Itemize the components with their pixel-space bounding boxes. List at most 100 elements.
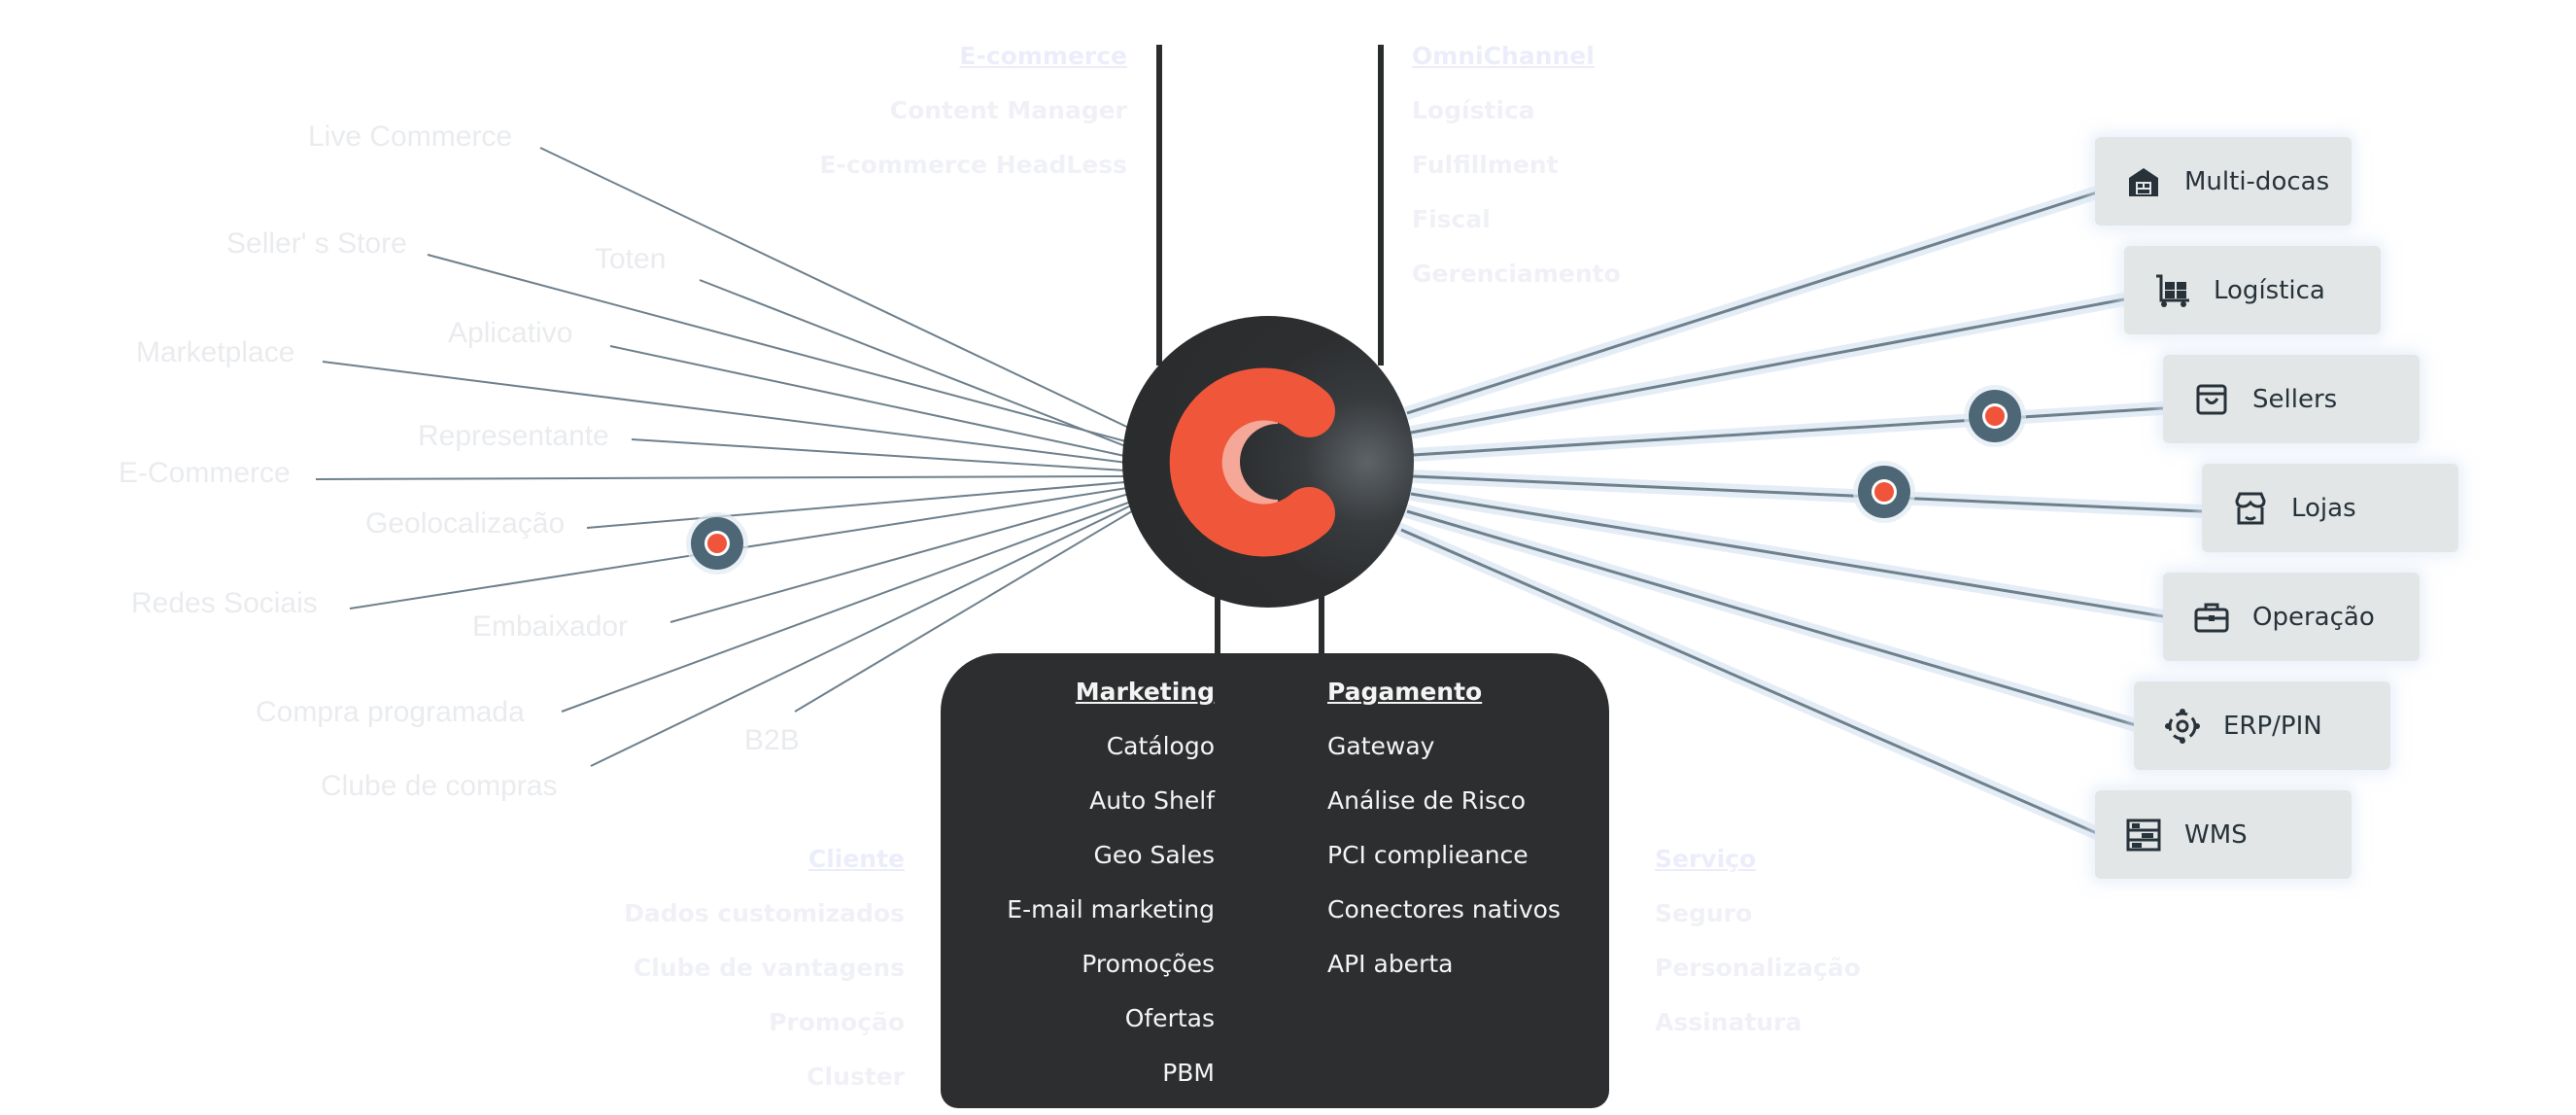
pagamento-item: Gateway: [1327, 732, 1435, 760]
connector-logistica: [1410, 297, 2125, 435]
column-title: Serviço: [1655, 845, 1757, 873]
pagamento-item: Análise de Risco: [1327, 786, 1527, 815]
connector-toten: [699, 279, 1134, 450]
lojas-marker: [1858, 466, 1910, 518]
storefront-icon: [2231, 489, 2270, 528]
bottom-panel: Marketing Catálogo Auto Shelf Geo Sales …: [941, 653, 1609, 1108]
label-marketplace: Marketplace: [136, 336, 295, 368]
column-item: Content Manager: [889, 96, 1127, 124]
connector-wms: [1400, 528, 2100, 836]
connector-multi-docas: [1406, 191, 2098, 415]
card-lojas: Lojas: [2202, 464, 2458, 552]
connector-operacao: [1410, 492, 2164, 618]
marketing-item: E-mail marketing: [1007, 895, 1215, 923]
bottom-right-bar: [1319, 583, 1324, 661]
bottom-left-bar: [1215, 583, 1220, 661]
column-item: Fiscal: [1412, 205, 1491, 233]
connector-representante: [631, 438, 1126, 471]
column-title: OmniChannel: [1412, 42, 1595, 70]
label-aplicativo: Aplicativo: [448, 317, 573, 349]
label-clube-de-compras: Clube de compras: [321, 770, 558, 802]
marketing-item: Auto Shelf: [1089, 786, 1215, 815]
card-multi-docas: Multi-docas: [2095, 137, 2352, 226]
servico-column: Serviço Seguro Personalização Assinatura: [1655, 832, 1861, 1050]
card-wms: WMS: [2095, 790, 2352, 879]
column-item: Promoção: [769, 1008, 905, 1036]
platform-logo: [1169, 367, 1335, 557]
card-label: Multi-docas: [2184, 166, 2330, 196]
marketing-item: PBM: [1162, 1059, 1215, 1087]
top-right-bar: [1378, 45, 1384, 366]
label-toten: Toten: [595, 243, 667, 275]
label-redes-sociais: Redes Sociais: [131, 587, 318, 619]
pagamento-title: Pagamento: [1327, 678, 1483, 706]
label-representante: Representante: [418, 420, 609, 452]
marketing-item: Catálogo: [1106, 732, 1215, 760]
label-compra-programada: Compra programada: [256, 696, 525, 728]
label-b2b: B2B: [744, 724, 800, 756]
warehouse-icon: [2124, 162, 2163, 201]
column-item: Seguro: [1655, 899, 1753, 927]
pagamento-item: Conectores nativos: [1327, 895, 1561, 923]
label-live-commerce: Live Commerce: [308, 121, 513, 153]
card-label: Operação: [2252, 602, 2375, 632]
pagamento-item: PCI complieance: [1327, 841, 1528, 869]
connector-live-commerce: [539, 147, 1138, 433]
top-right-column: OmniChannel Logística Fulfillment Fiscal…: [1412, 29, 1621, 301]
marketing-item: Ofertas: [1124, 1004, 1215, 1032]
cliente-column: Cliente Dados customizados Clube de vant…: [624, 832, 905, 1104]
core-hub: [1122, 316, 1414, 608]
label-embaixador: Embaixador: [472, 610, 629, 643]
label-e-commerce: E-Commerce: [119, 457, 291, 489]
connector-sellers-store: [427, 254, 1134, 444]
connector-lojas: [1412, 474, 2203, 513]
pallet-truck-icon: [2153, 271, 2192, 310]
connector-embaixador: [670, 493, 1130, 623]
briefcase-icon: [2192, 598, 2231, 637]
card-label: ERP/PIN: [2223, 711, 2322, 741]
connector-erp-pin: [1406, 509, 2137, 727]
shopping-bag-icon: [2192, 380, 2231, 419]
card-label: WMS: [2184, 819, 2248, 850]
column-item: E-commerce HeadLess: [819, 151, 1127, 179]
card-label: Logística: [2214, 275, 2325, 305]
marketing-item: Promoções: [1082, 950, 1215, 978]
sellers-marker: [1969, 390, 2021, 442]
column-item: Assinatura: [1655, 1008, 1803, 1036]
column-item: Personalização: [1655, 954, 1861, 982]
column-item: Cluster: [807, 1063, 905, 1091]
top-left-bar: [1156, 45, 1162, 366]
marketing-title: Marketing: [1075, 678, 1215, 706]
card-sellers: Sellers: [2163, 355, 2420, 443]
label-geolocalizacao: Geolocalização: [365, 507, 566, 540]
pagamento-column: Pagamento Gateway Análise de Risco PCI c…: [1327, 665, 1561, 992]
column-title: E-commerce: [959, 42, 1127, 70]
card-erp-pin: ERP/PIN: [2134, 681, 2390, 770]
card-label: Lojas: [2291, 493, 2356, 523]
column-title: Cliente: [807, 845, 905, 873]
marketing-column: Marketing Catálogo Auto Shelf Geo Sales …: [1007, 665, 1215, 1100]
geolocalizacao-marker: [691, 517, 743, 570]
column-item: Fulfillment: [1412, 151, 1559, 179]
connector-sellers: [1412, 406, 2164, 457]
connector-b2b: [794, 508, 1136, 713]
card-label: Sellers: [2252, 384, 2338, 414]
integration-gear-icon: [2163, 707, 2202, 746]
connector-e-commerce: [315, 475, 1126, 480]
shelving-icon: [2124, 816, 2163, 854]
connector-aplicativo: [609, 345, 1130, 458]
card-operacao: Operação: [2163, 573, 2420, 661]
connector-marketplace: [322, 361, 1128, 464]
column-item: Logística: [1412, 96, 1535, 124]
column-item: Dados customizados: [624, 899, 905, 927]
column-item: Gerenciamento: [1412, 260, 1621, 288]
connector-clube-de-compras: [590, 505, 1132, 767]
label-sellers-store: Seller' s Store: [226, 227, 407, 260]
card-logistica: Logística: [2124, 246, 2381, 334]
marketing-item: Geo Sales: [1093, 841, 1215, 869]
top-left-column: E-commerce Content Manager E-commerce He…: [819, 29, 1127, 192]
connector-geolocalizacao: [586, 481, 1126, 529]
column-item: Clube de vantagens: [633, 954, 905, 982]
pagamento-item: API aberta: [1327, 950, 1454, 978]
